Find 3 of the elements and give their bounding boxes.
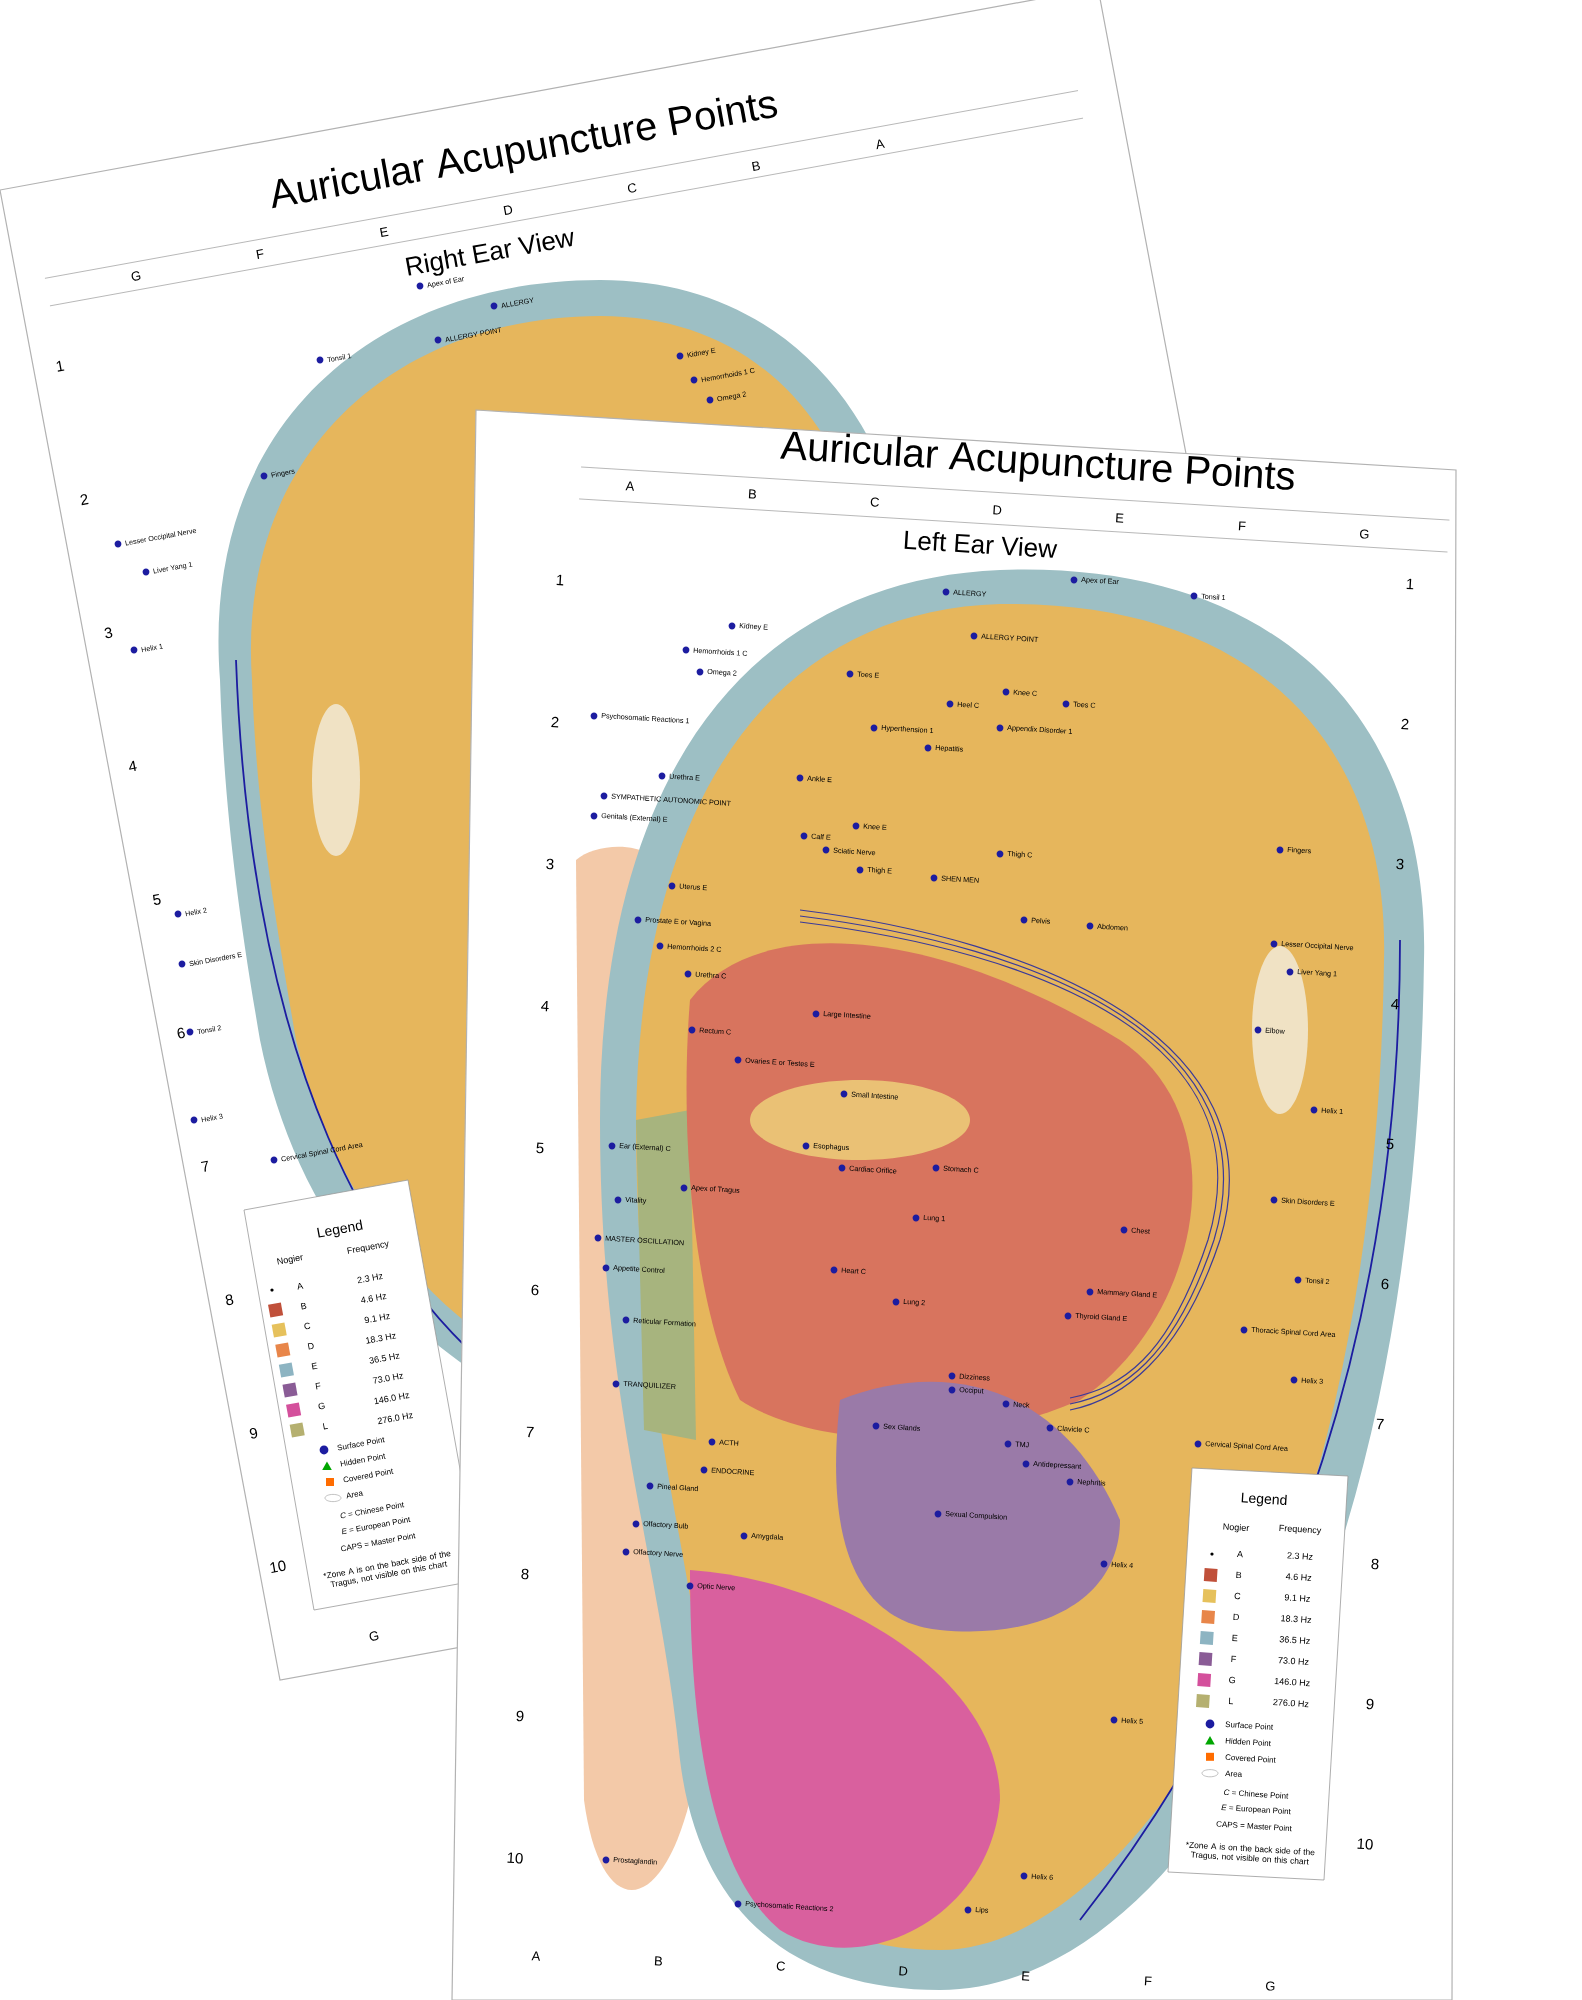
view-title: Right Ear View (405, 231, 574, 276)
chart-title: Auricular Acupuncture Points (780, 431, 1294, 490)
view-title: Left Ear View (904, 530, 1058, 558)
